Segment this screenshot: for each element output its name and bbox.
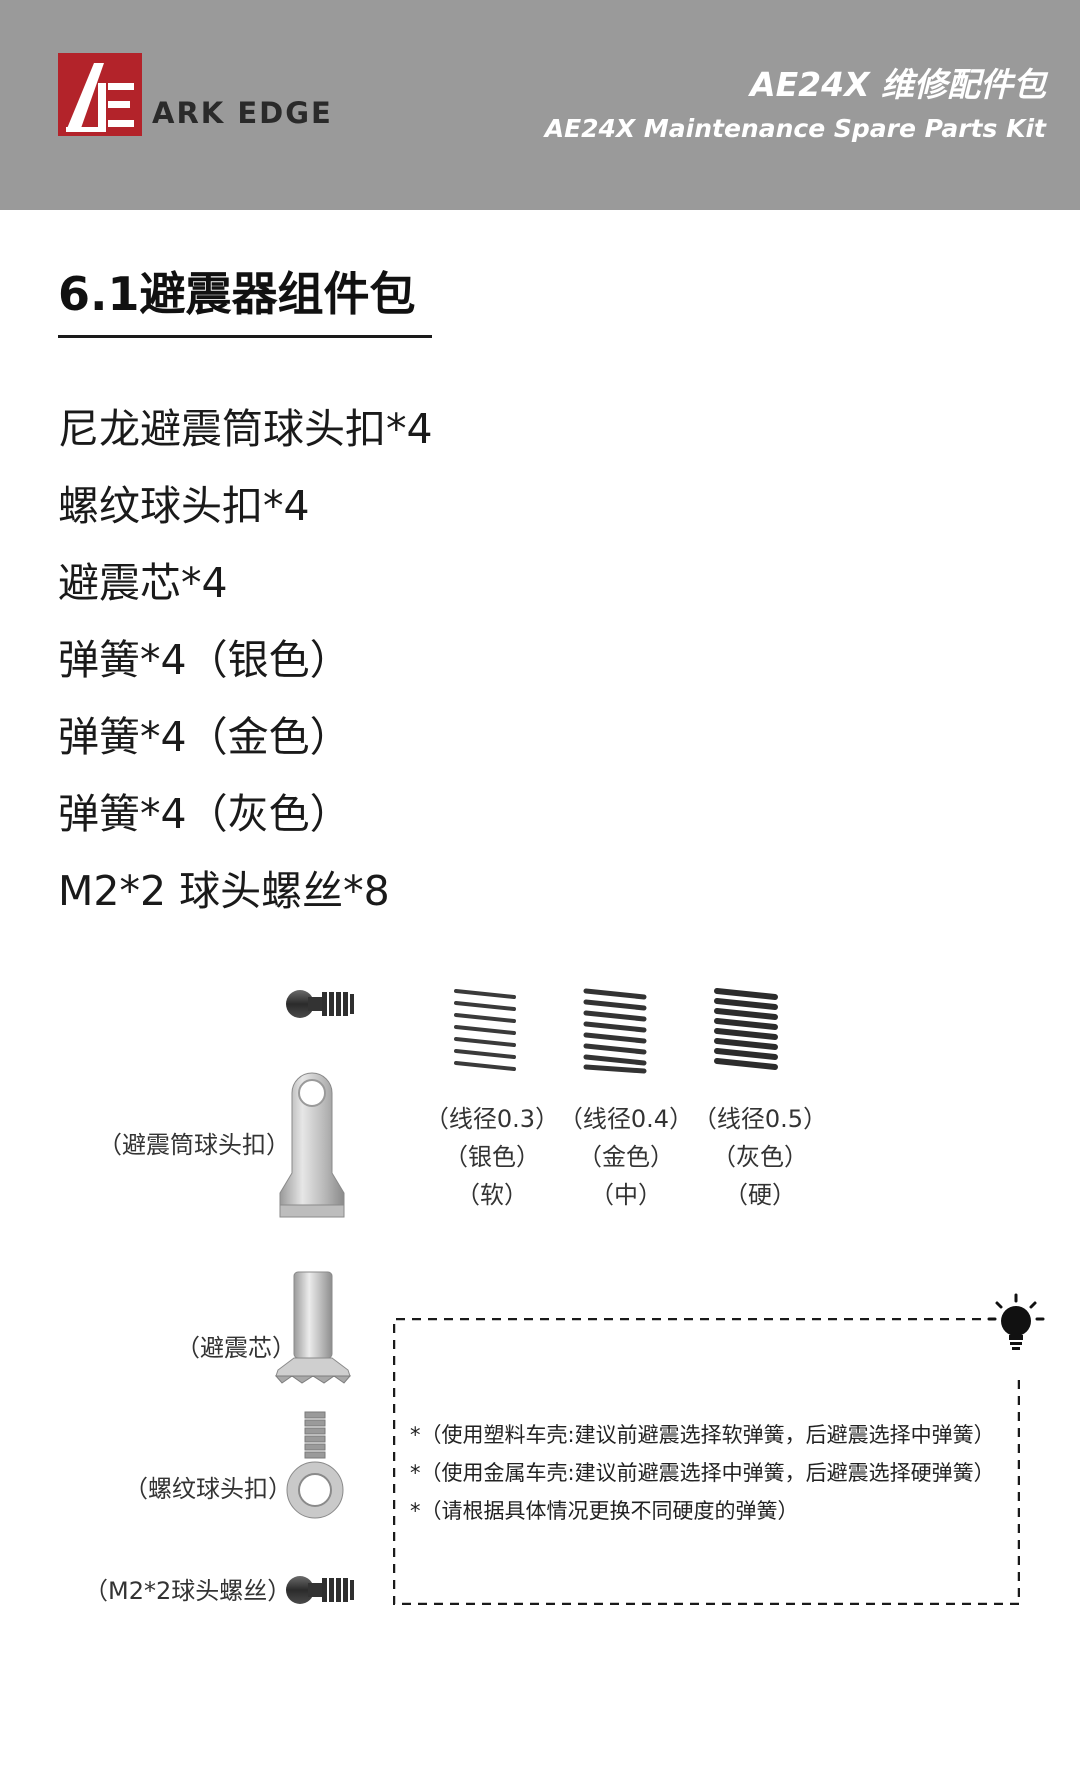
spring-wire-size: （线径0.5）	[692, 1105, 828, 1133]
ball-screw-icon	[286, 990, 354, 1018]
spring-notes: *（使用塑料车壳:建议前避震选择软弹簧，后避震选择中弹簧） *（使用金属车壳:建…	[410, 1416, 995, 1530]
list-item: 弹簧*4（金色）	[58, 713, 351, 761]
list-item: 螺纹球头扣*4	[58, 482, 310, 530]
spring-label-silver: （线径0.3） （银色） （软）	[422, 1100, 562, 1214]
section-title: 6.1避震器组件包	[58, 267, 416, 321]
note-line: *（使用金属车壳:建议前避震选择中弹簧，后避震选择硬弹簧）	[410, 1461, 995, 1485]
note-box	[393, 1318, 1020, 1605]
spring-wire-size: （线径0.4）	[558, 1105, 694, 1133]
shock-core-icon	[274, 1271, 352, 1384]
page-header: ARK EDGE AE24X 维修配件包 AE24X Maintenance S…	[0, 0, 1080, 210]
spring-color: （银色）	[444, 1143, 540, 1171]
ball-screw-icon	[286, 1576, 354, 1604]
brand-name: ARK EDGE	[152, 96, 333, 130]
spring-wire-size: （线径0.3）	[424, 1105, 560, 1133]
spring-label-gold: （线径0.4） （金色） （中）	[556, 1100, 696, 1214]
shock-ball-end-label: （避震筒球头扣）	[98, 1131, 290, 1159]
spring-color: （金色）	[578, 1143, 674, 1171]
threaded-ball-end-label: （螺纹球头扣）	[124, 1475, 292, 1503]
gray-spring-icon	[714, 988, 778, 1070]
spring-hardness: （软）	[456, 1181, 528, 1209]
list-item: 弹簧*4（银色）	[58, 636, 351, 684]
spring-color: （灰色）	[712, 1143, 808, 1171]
spring-hardness: （硬）	[724, 1181, 796, 1209]
ball-screw-label: （M2*2球头螺丝）	[84, 1577, 292, 1605]
parts-list: 尼龙避震筒球头扣*4 螺纹球头扣*4 避震芯*4 弹簧*4（银色） 弹簧*4（金…	[58, 398, 433, 937]
ark-edge-logo-icon	[58, 53, 142, 136]
lightbulb-icon	[987, 1293, 1045, 1350]
threaded-ball-end-icon	[286, 1411, 344, 1519]
shock-core-label: （避震芯）	[176, 1334, 296, 1362]
header-title-cn: AE24X 维修配件包	[750, 65, 1046, 104]
header-title-en: AE24X Maintenance Spare Parts Kit	[544, 114, 1046, 143]
list-item: 避震芯*4	[58, 559, 228, 607]
note-line: *（使用塑料车壳:建议前避震选择软弹簧，后避震选择中弹簧）	[410, 1423, 995, 1447]
shock-ball-end-icon	[279, 1072, 345, 1218]
list-item: M2*2 球头螺丝*8	[58, 867, 390, 915]
gold-spring-icon	[583, 988, 647, 1074]
list-item: 弹簧*4（灰色）	[58, 790, 351, 838]
section-title-underline	[58, 335, 432, 338]
note-line: *（请根据具体情况更换不同硬度的弹簧）	[410, 1499, 799, 1523]
spring-label-gray: （线径0.5） （灰色） （硬）	[690, 1100, 830, 1214]
silver-spring-icon	[454, 989, 516, 1071]
list-item: 尼龙避震筒球头扣*4	[58, 405, 433, 453]
spring-hardness: （中）	[590, 1181, 662, 1209]
